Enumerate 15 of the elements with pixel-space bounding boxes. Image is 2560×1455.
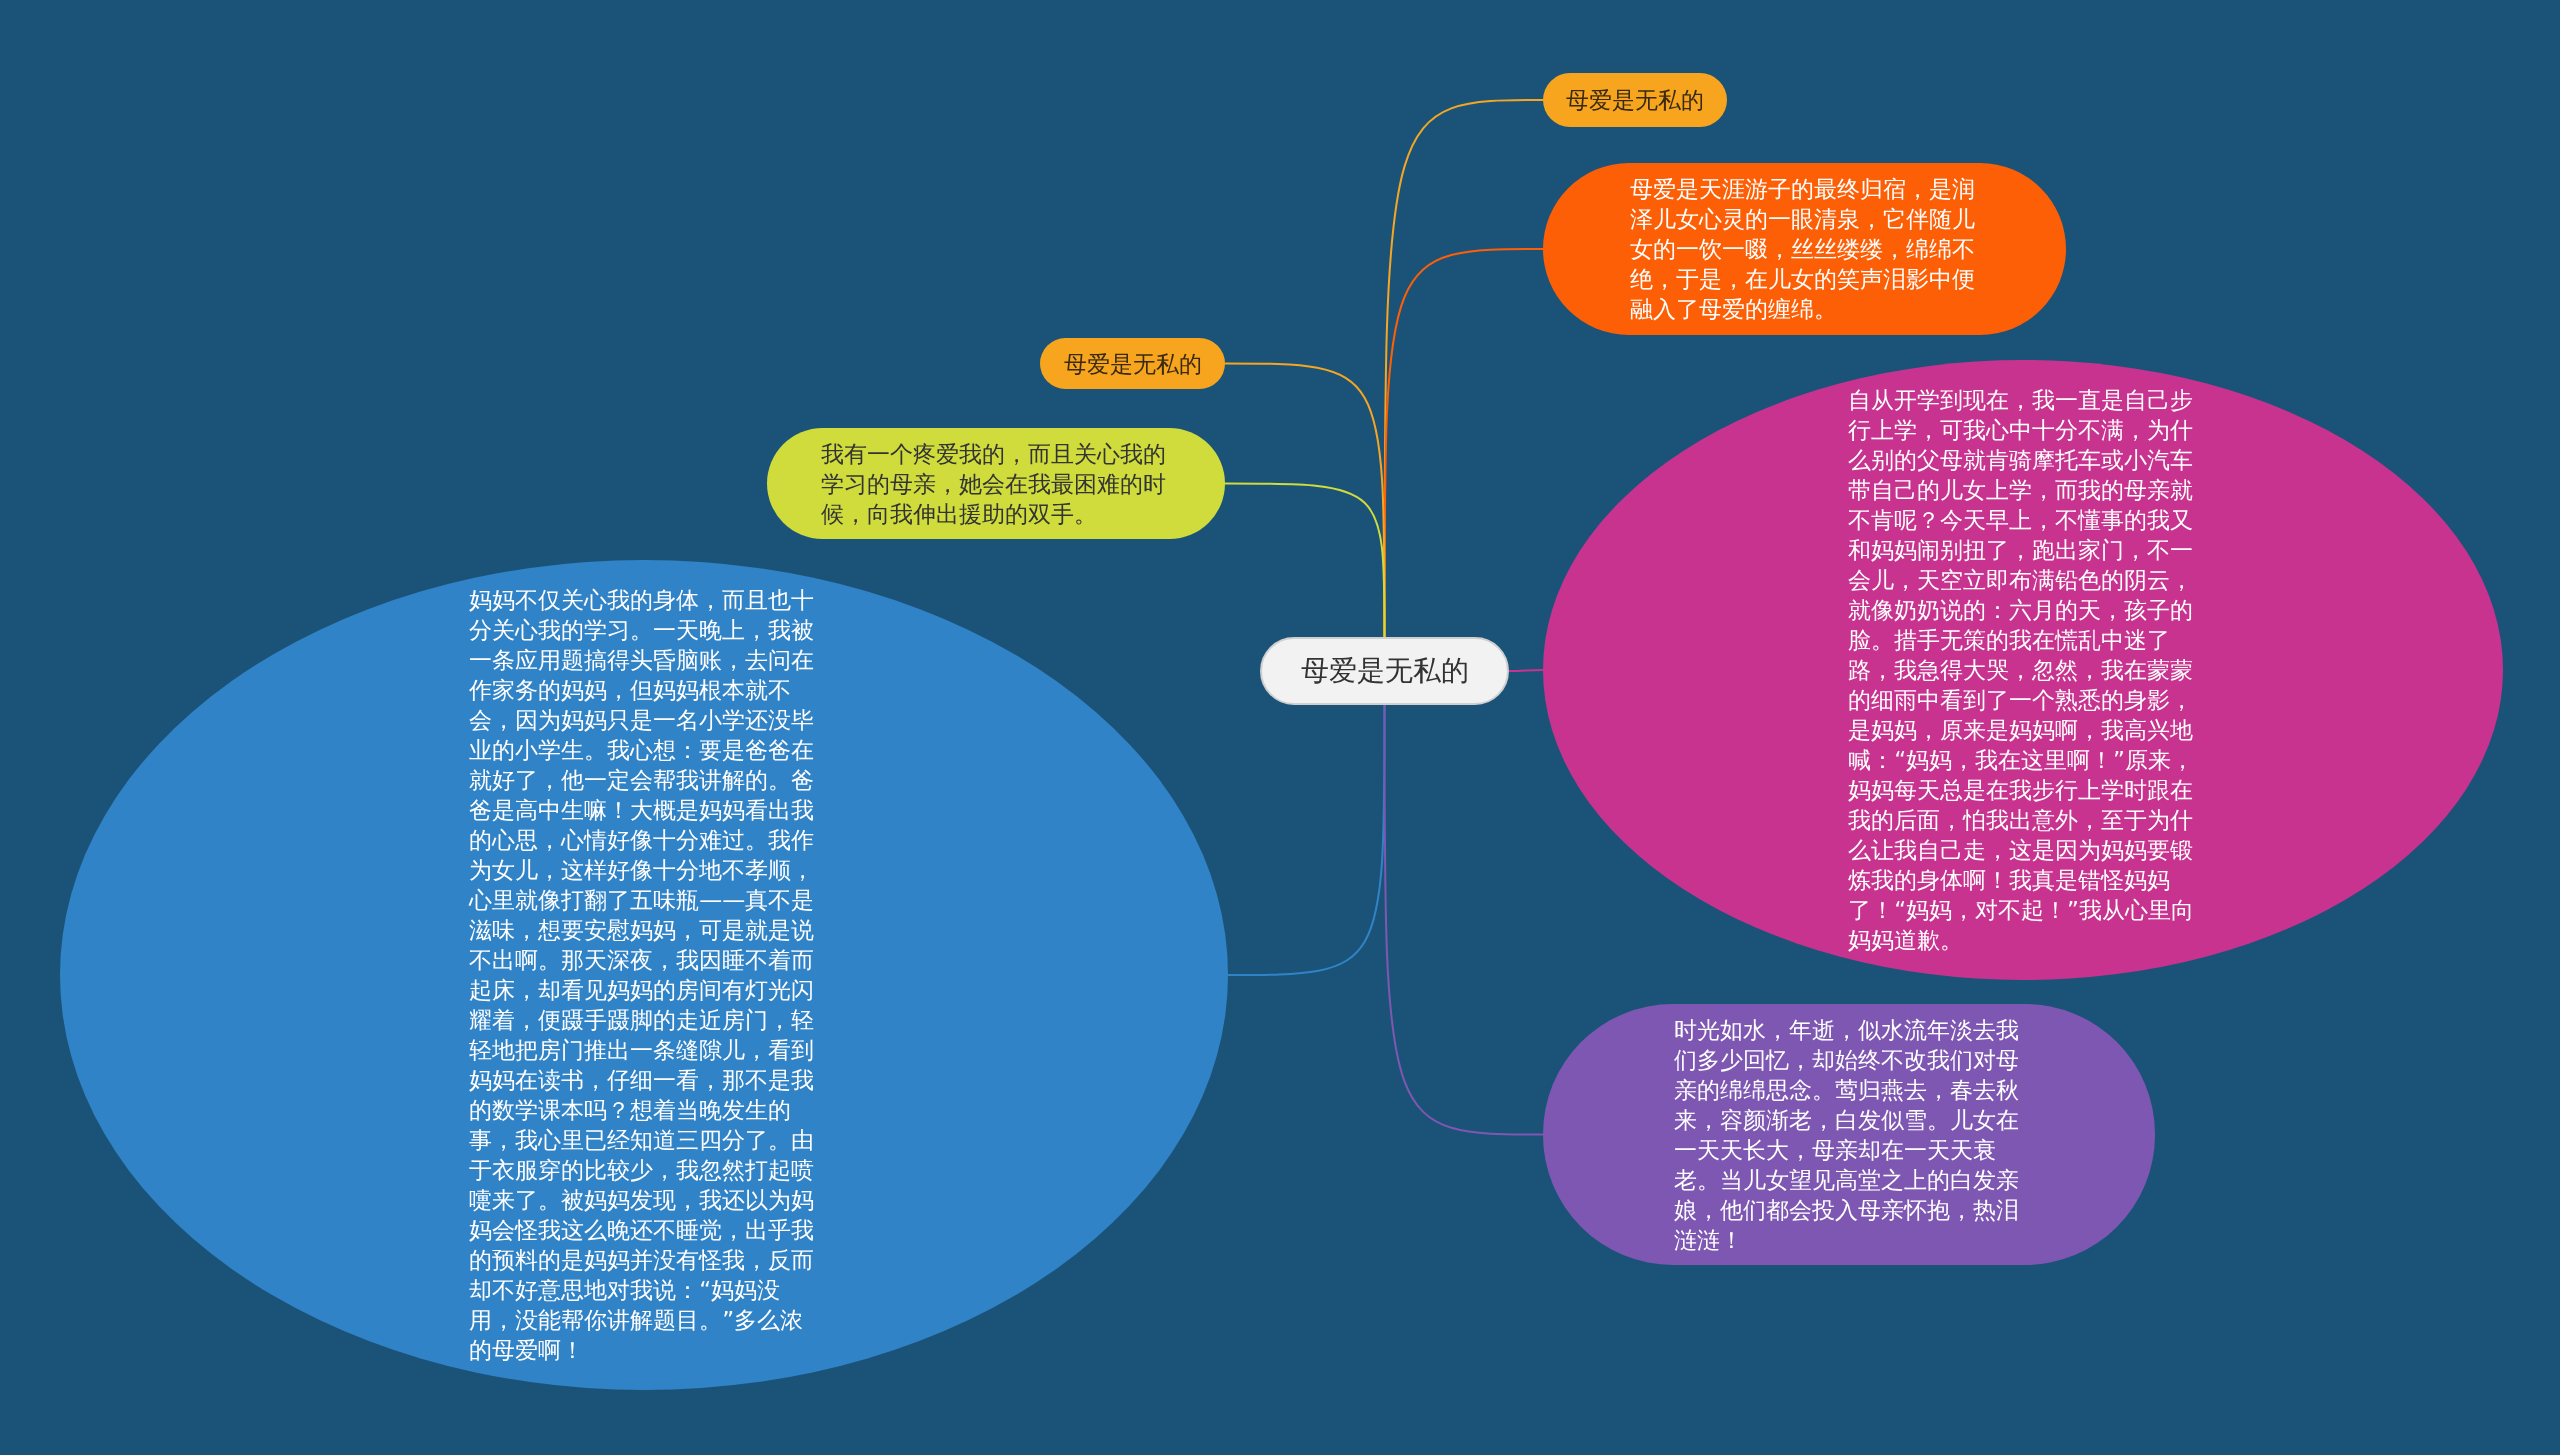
node-text: 母爱是天涯游子的最终归宿，是润泽儿女心灵的一眼清泉，它伴随儿女的一饮一啜，丝丝缕缕，绵绵不绝，于是，在儿女的笑声泪影中便融入了母爱的缠绵。 <box>1629 175 1976 324</box>
node-text: 母爱是无私的 <box>1566 86 1704 115</box>
connector <box>1383 704 1544 1136</box>
connector <box>1383 248 1544 638</box>
node-text: 母爱是无私的 <box>1300 653 1469 689</box>
topic-pill <box>1040 338 1225 389</box>
node-text: 时光如水，年逝，似水流年淡去我们多少回忆，却始终不改我们对母亲的绵绵思念。莺归燕去，春去秋来，容颜渐老，白发似雪。儿女在一天天长大，母亲却在一天天衰老。当儿女望见高堂之上的白发亲娘，他们都会投入母亲怀抱，热泪涟涟！ <box>1674 1015 2021 1255</box>
connector <box>1227 704 1386 976</box>
connector <box>1224 482 1386 638</box>
node-text: 母爱是无私的 <box>1063 349 1202 379</box>
node-text: 自从开学到现在，我一直是自己步行上学，可我心中十分不满，为什么别的父母就肯骑摩托车或小汽车带自己的儿女上学，而我的母亲就不肯呢？今天早上，不懂事的我又和妈妈闹别扭了，跑出家门，不一会儿，天空立即布满铅色的阴云，就像奶奶说的：六月的天，孩子的脸。措手无策的我在慌乱中迷了路，我急得大哭，忽然，我在蒙蒙的细雨中看到了一个熟悉的身影，是妈妈，原来是妈妈啊，我高兴地喊：“妈妈，我在这里啊！”原来，妈妈每天总是在我步行上学时跟在我的后面，怕我出意外，至于为什么让我自己走，这是因为妈妈要锻炼我的身体啊！我真是错怪妈妈了！“妈妈，对不起！”我从心里向妈妈道歉。 <box>1848 386 2196 955</box>
connector <box>1508 669 1544 672</box>
node-text: 我有一个疼爱我的，而且关心我的学习的母亲，她会在我最困难的时候，向我伸出援助的双手。 <box>821 439 1168 529</box>
node-text: 妈妈不仅关心我的身体，而且也十分关心我的学习。一天晚上，我被一条应用题搞得头昏脑账，去问在作家务的妈妈，但妈妈根本就不会，因为妈妈只是一名小学还没毕业的小学生。我心想：要是爸爸在就好了，他一定会帮我讲解的。爸爸是高中生嘛！大概是妈妈看出我的心思，心情好像十分难过。我作为女儿，这样好像十分地不孝顺，心里就像打翻了五味瓶——真不是滋味，想要安慰妈妈，可是就是说不出啊。那天深夜，我因睡不着而起床，却看见妈妈的房间有灯光闪耀着，便蹑手蹑脚的走近房门，轻轻地把房门推出一条缝隙儿，看到妈妈在读书，仔细一看，那不是我的数学课本吗？想着当晚发生的事，我心里已经知道三四分了。由于衣服穿的比较少，我忽然打起喷嚏来了。被妈妈发现，我还以为妈妈会怪我这么晚还不睡觉，出乎我的预料的是妈妈并没有怪我，反而却不好意思地对我说：“妈妈没用，没能帮你讲解题目。”多么浓的母爱啊！ <box>469 586 816 1365</box>
topic-pill <box>1543 73 1727 127</box>
